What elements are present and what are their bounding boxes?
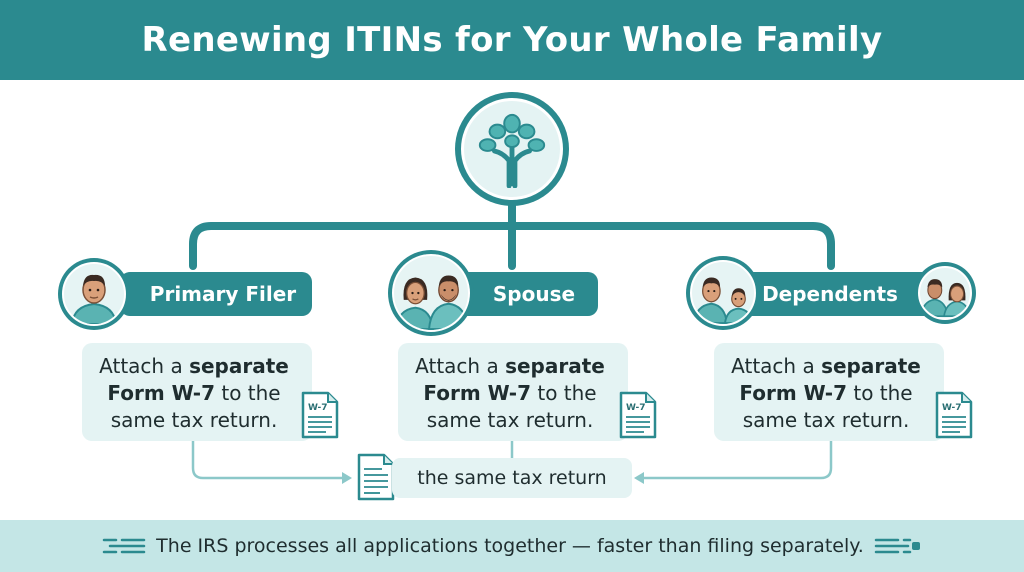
- tax-return-document-icon: [357, 453, 395, 501]
- role-label: Dependents: [762, 282, 898, 306]
- speed-lines-icon: [102, 538, 146, 554]
- instruction-text: Attach a separate Form W-7 to the same t…: [99, 354, 289, 432]
- family-tree-icon: [478, 113, 546, 188]
- tax-return-label: the same tax return: [417, 467, 607, 489]
- instruction-text: Attach a separate Form W-7 to the same t…: [415, 354, 605, 432]
- avatar-spouse: [388, 250, 474, 336]
- page-title: Renewing ITINs for Your Whole Family: [141, 20, 883, 60]
- couple-icon: [394, 275, 468, 330]
- role-label: Primary Filer: [149, 282, 297, 306]
- instruction-card-spouse: Attach a separate Form W-7 to the same t…: [398, 343, 628, 441]
- footer-text: The IRS processes all applications toget…: [156, 535, 864, 557]
- doc-label: W-7: [308, 403, 328, 413]
- doc-label: W-7: [626, 403, 646, 413]
- w7-form-document-icon: W-7: [619, 391, 657, 439]
- doc-label: W-7: [942, 403, 962, 413]
- family-tree-badge: [455, 92, 569, 206]
- avatar-dependents-children: [686, 256, 760, 330]
- speed-lines-icon: [874, 538, 920, 554]
- children-icon: [692, 277, 754, 324]
- header-bar: Renewing ITINs for Your Whole Family: [0, 0, 1024, 80]
- footer-bar: The IRS processes all applications toget…: [0, 520, 1024, 572]
- w7-form-document-icon: W-7: [301, 391, 339, 439]
- avatar-dependents-adults: [914, 262, 976, 324]
- tax-return-target-box: the same tax return: [392, 458, 632, 498]
- instruction-text: Attach a separate Form W-7 to the same t…: [731, 354, 921, 432]
- role-pill-dependents: Dependents: [730, 272, 944, 316]
- role-pill-primary-filer: Primary Filer: [120, 272, 312, 316]
- role-label: Spouse: [492, 282, 576, 306]
- instruction-card-dependents: Attach a separate Form W-7 to the same t…: [714, 343, 944, 441]
- avatar-primary-filer: [58, 258, 130, 330]
- adult-dependents-icon: [920, 279, 970, 317]
- man-icon: [70, 274, 118, 324]
- instruction-card-primary-filer: Attach a separate Form W-7 to the same t…: [82, 343, 312, 441]
- w7-form-document-icon: W-7: [935, 391, 973, 439]
